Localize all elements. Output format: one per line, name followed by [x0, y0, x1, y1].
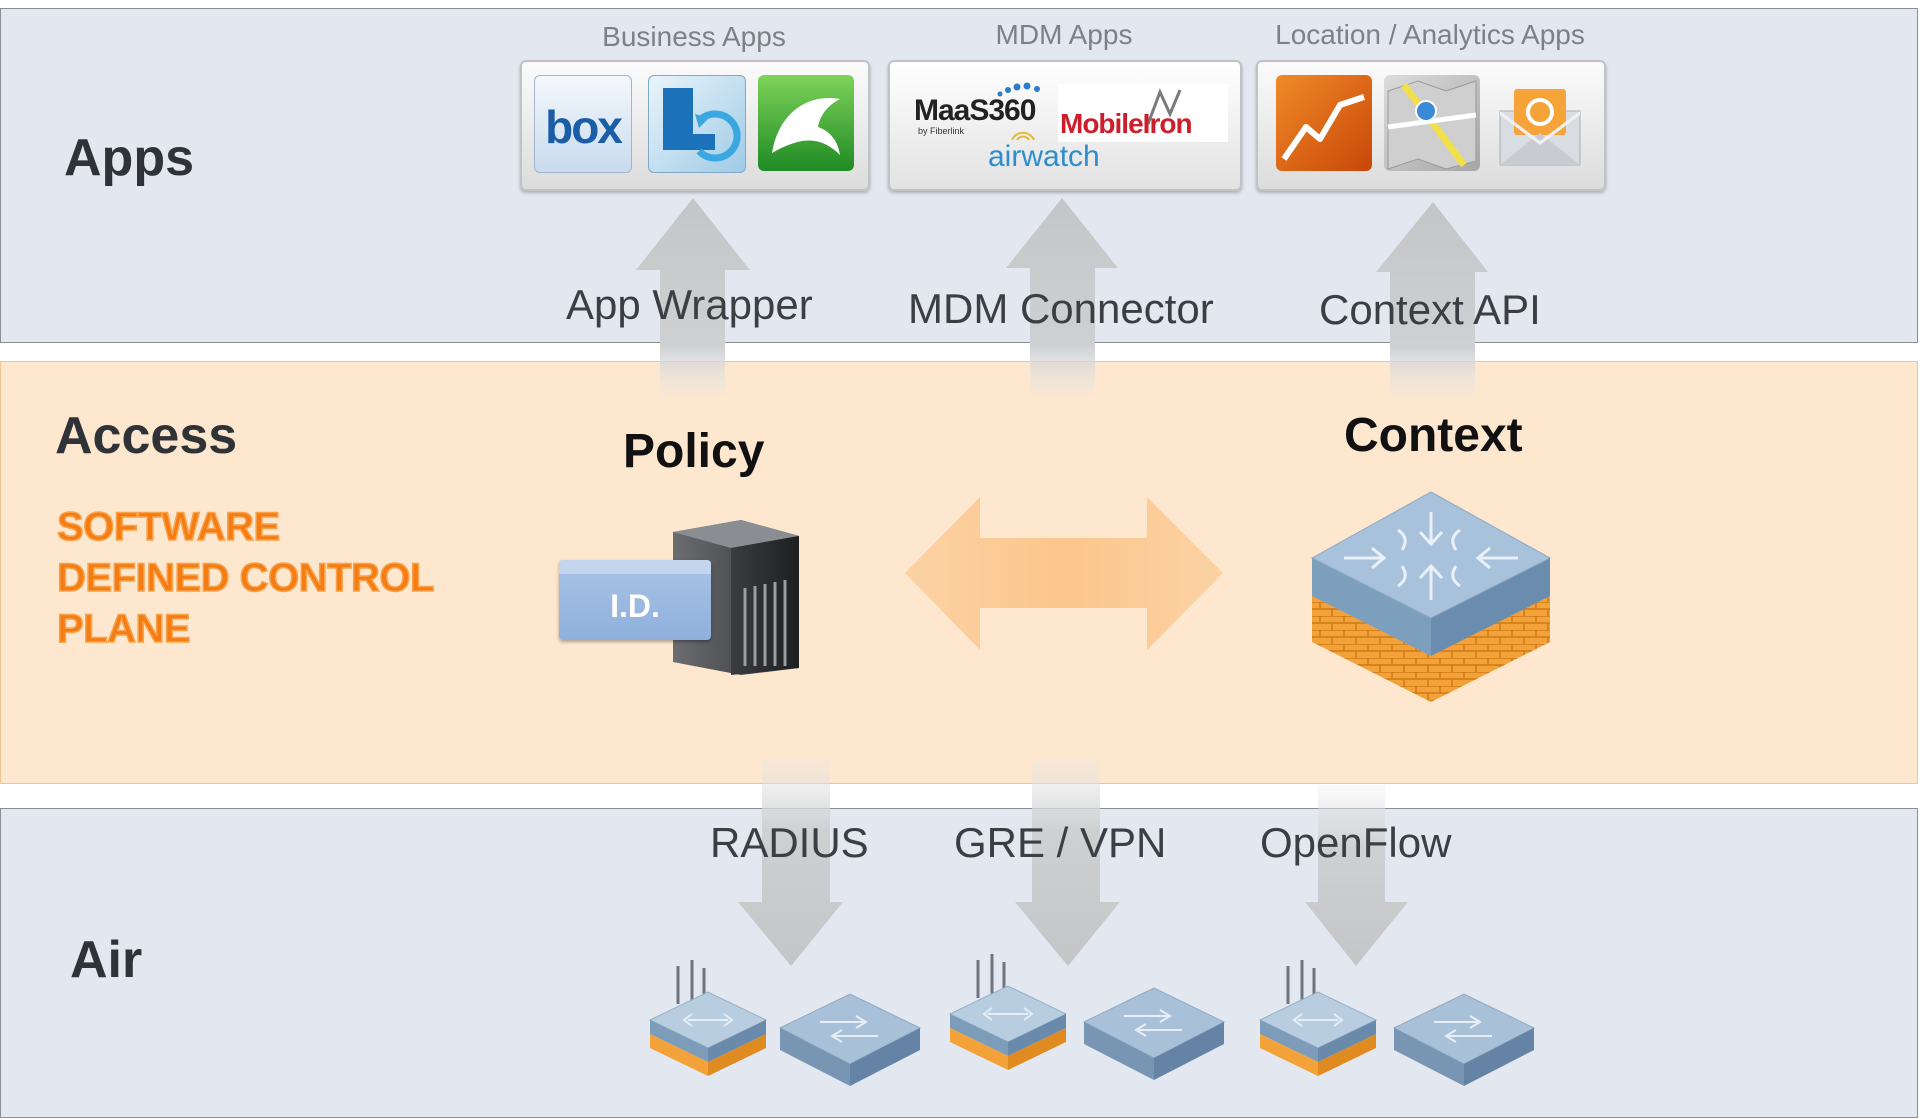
- business-apps-box: box: [520, 60, 870, 191]
- radius-label: RADIUS: [710, 819, 869, 866]
- business-apps-caption: Business Apps: [602, 21, 786, 52]
- radius-arrow: [738, 758, 843, 966]
- policy-title: Policy: [623, 425, 765, 478]
- mdm-apps-box: MaaS360 by Fiberlink MobileIron airwatch: [888, 60, 1242, 191]
- policy-server-icon: I.D.: [555, 518, 805, 678]
- switch-icon-2: [1083, 987, 1225, 1081]
- policy-context-double-arrow: [905, 497, 1223, 650]
- sdcp-line-1: SOFTWARE: [56, 504, 281, 550]
- dolphin-browser-icon[interactable]: [758, 75, 854, 171]
- access-point-icon-1: [648, 958, 768, 1078]
- software-defined-control-plane-text: SOFTWARE DEFINED CONTROL PLANE: [56, 502, 435, 655]
- apps-layer-title: Apps: [64, 129, 194, 187]
- access-layer-title: Access: [55, 407, 238, 465]
- access-point-icon-3: [1258, 958, 1378, 1078]
- context-api-arrow: [1376, 202, 1488, 395]
- switch-icon-3: [1393, 993, 1535, 1087]
- maas360-logo: MaaS360 by Fiberlink: [914, 80, 1054, 136]
- email-icon[interactable]: [1492, 75, 1588, 171]
- mdm-connector-label: MDM Connector: [908, 285, 1214, 332]
- mdm-connector-arrow: [1006, 198, 1118, 395]
- location-analytics-apps-caption: Location / Analytics Apps: [1275, 19, 1585, 50]
- analytics-chart-icon[interactable]: [1276, 75, 1372, 171]
- gre-vpn-label: GRE / VPN: [954, 819, 1167, 866]
- context-firewall-router-icon: [1308, 490, 1554, 704]
- mobileiron-logo: MobileIron: [1058, 84, 1228, 142]
- mdm-apps-caption: MDM Apps: [995, 19, 1133, 50]
- lync-app-icon[interactable]: [648, 75, 746, 173]
- airwatch-logo: airwatch: [986, 122, 1136, 173]
- sdcp-line-2: DEFINED CONTROL: [56, 555, 435, 601]
- sdcp-line-3: PLANE: [56, 606, 191, 652]
- context-api-label: Context API: [1319, 286, 1541, 333]
- switch-icon-1: [779, 993, 921, 1087]
- app-wrapper-label: App Wrapper: [566, 281, 813, 328]
- openflow-label: OpenFlow: [1260, 819, 1452, 866]
- air-devices: [640, 950, 1540, 1090]
- location-analytics-apps-box: [1256, 60, 1606, 191]
- box-app-icon[interactable]: box: [534, 75, 632, 173]
- maps-icon[interactable]: [1384, 75, 1480, 171]
- app-wrapper-arrow: [636, 198, 750, 395]
- air-layer-title: Air: [70, 931, 143, 989]
- id-card-icon: I.D.: [559, 560, 711, 640]
- context-title: Context: [1344, 409, 1523, 462]
- access-point-icon-2: [948, 952, 1068, 1072]
- openflow-arrow: [1305, 785, 1408, 966]
- gre-vpn-arrow: [1015, 758, 1120, 966]
